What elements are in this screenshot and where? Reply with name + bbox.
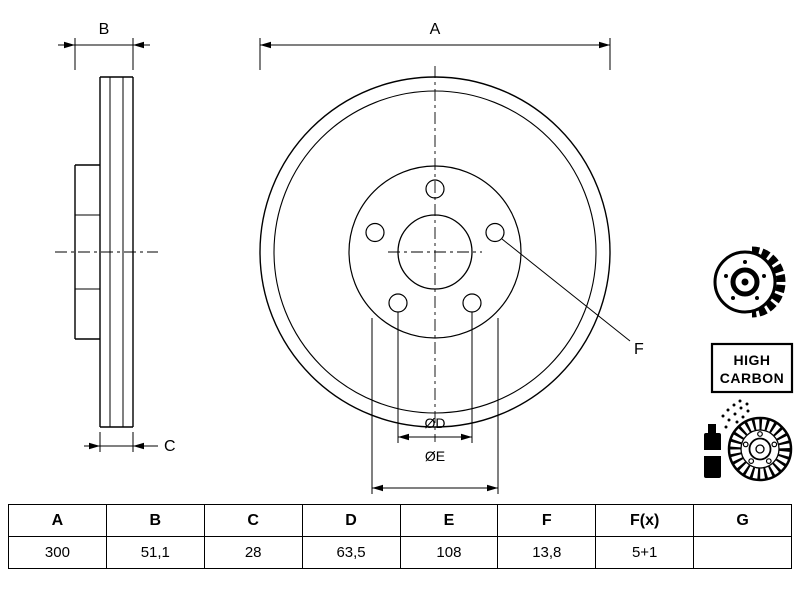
spec-header-cell: B (105, 504, 205, 537)
high-carbon-badge: HIGH CARBON (710, 342, 794, 394)
dim-b-arrow-right (133, 41, 144, 49)
spec-header-cell: E (399, 504, 499, 537)
high-carbon-line1: HIGH (734, 352, 771, 368)
dim-f-leader (501, 238, 631, 342)
spec-header-cell: F(x) (595, 504, 695, 537)
dim-d-label: ØD (425, 415, 446, 431)
dimension-b (58, 38, 150, 70)
spec-value-row: 300 51,1 28 63,5 108 13,8 5+1 (8, 536, 792, 569)
dim-a-label: A (430, 21, 441, 38)
dim-f-label: F (634, 341, 644, 358)
brake-disc-3d-icon (713, 246, 786, 318)
spec-header-cell: A (8, 504, 107, 537)
dim-b-label: B (99, 21, 110, 38)
disc-icon-bolt-dots (724, 260, 766, 300)
spec-value-cell: 63,5 (301, 536, 401, 569)
dim-b-arrow-left (64, 41, 75, 49)
dim-c-arrow-right (133, 442, 144, 450)
spray-dots (721, 399, 750, 429)
spec-value-cell: 300 (8, 536, 107, 569)
coated-disc-icon (704, 399, 793, 482)
side-view-hub (74, 164, 100, 340)
dim-c-label: C (164, 438, 176, 455)
spec-value-cell: 28 (203, 536, 303, 569)
spec-header-cell: G (693, 504, 792, 537)
dimension-d (397, 312, 473, 443)
dim-a-arrow-right (599, 41, 610, 49)
dimension-c (84, 432, 158, 452)
spec-value-cell: 108 (399, 536, 499, 569)
spec-value-cell: 51,1 (105, 536, 205, 569)
dim-e-arrow-left (372, 484, 383, 492)
spec-table: A B C D E F F(x) G 300 51,1 28 63,5 108 … (8, 504, 792, 569)
bolt-holes (365, 179, 505, 313)
dim-e-arrow-right (487, 484, 498, 492)
dim-d-arrow-left (398, 433, 409, 441)
dimension-a (259, 38, 611, 70)
spec-header-cell: D (301, 504, 401, 537)
spec-header-row: A B C D E F F(x) G (8, 504, 792, 537)
spec-value-cell: 5+1 (595, 536, 695, 569)
spec-value-cell: 13,8 (497, 536, 597, 569)
spray-can-icon (704, 399, 750, 478)
technical-drawing: A B C ØD (55, 21, 794, 494)
dim-d-arrow-right (461, 433, 472, 441)
spec-header-cell: C (203, 504, 303, 537)
spec-header-cell: F (497, 504, 597, 537)
dimension-e (371, 318, 499, 494)
dim-a-arrow-left (260, 41, 271, 49)
high-carbon-line2: CARBON (720, 370, 784, 386)
coated-disc-bolt-holes (742, 431, 778, 465)
dim-c-arrow-left (89, 442, 100, 450)
spec-value-cell (693, 536, 792, 569)
coated-disc-front-icon (727, 416, 793, 482)
dim-e-label: ØE (425, 448, 445, 464)
